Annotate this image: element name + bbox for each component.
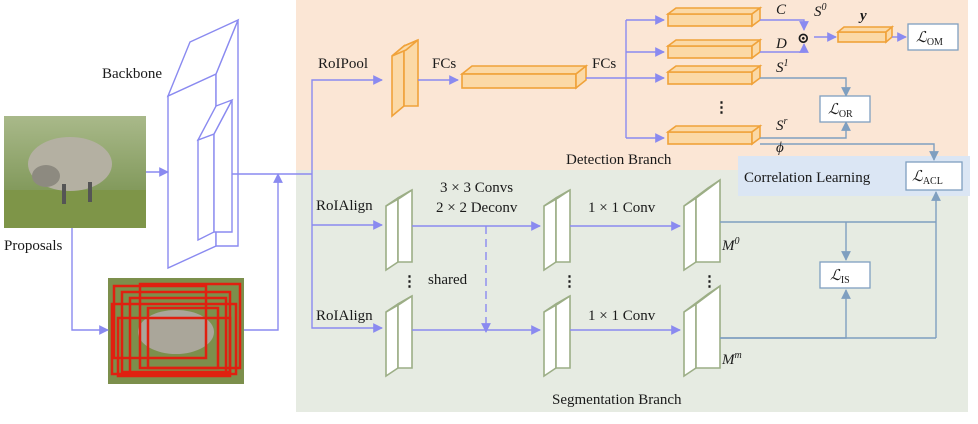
vdots-mid: ⋮: [562, 274, 577, 290]
convs-label: 3 × 3 Convs: [440, 180, 513, 196]
loss-or-box: [819, 95, 871, 123]
loss-is-label: ℒIS: [830, 268, 850, 286]
loss-acl-label: ℒACL: [912, 169, 943, 187]
proposals-label: Proposals: [4, 238, 63, 254]
loss-or-label: ℒOR: [828, 102, 853, 120]
math-c: C: [776, 2, 787, 18]
loss-om-label: ℒOM: [916, 30, 943, 48]
head-bar-c: [665, 6, 763, 28]
math-s0: S0: [814, 2, 827, 20]
conv1x1-label-top: 1 × 1 Conv: [588, 200, 656, 216]
math-m0: M0: [721, 236, 740, 254]
seg-block-roi-top: [385, 188, 413, 272]
fc-bar: [459, 64, 589, 90]
head-bar-sr: [665, 124, 763, 146]
odot-icon: ⊙: [797, 31, 810, 47]
vdots-roi: ⋮: [402, 274, 417, 290]
proposal-boxes-photo: [108, 278, 244, 384]
loss-is-box: [819, 261, 871, 289]
roipool-label: RoIPool: [318, 56, 368, 72]
roialign-label-bottom: RoIAlign: [316, 308, 373, 324]
loss-acl-box: [905, 161, 963, 191]
shared-label: shared: [428, 272, 468, 288]
seg-block-roi-bottom: [385, 294, 413, 378]
sheep-photo: [4, 116, 146, 228]
loss-om-box: [907, 23, 959, 51]
detection-branch-label: Detection Branch: [566, 152, 672, 168]
seg-block-mask-top: [683, 178, 721, 272]
seg-block-mid-bottom: [543, 294, 571, 378]
math-phi: ϕ: [776, 140, 784, 156]
seg-block-mask-bottom: [683, 284, 721, 378]
math-sr: Sr: [776, 116, 788, 134]
segmentation-branch-label: Segmentation Branch: [552, 392, 682, 408]
fcs-label-1: FCs: [432, 56, 456, 72]
vdots-mask: ⋮: [702, 274, 717, 290]
head-bar-d: [665, 38, 763, 60]
vdots-detection: ⋮: [714, 100, 729, 116]
math-y: y: [858, 8, 867, 24]
y-bar: [835, 25, 895, 44]
deconv-label: 2 × 2 Deconv: [436, 200, 518, 216]
math-d: D: [775, 36, 787, 52]
seg-block-mid-top: [543, 188, 571, 272]
roipool-block: [391, 38, 419, 118]
fcs-label-2: FCs: [592, 56, 616, 72]
backbone-label: Backbone: [102, 66, 162, 82]
roialign-label-top: RoIAlign: [316, 198, 373, 214]
math-s1: S1: [776, 58, 789, 76]
conv1x1-label-bottom: 1 × 1 Conv: [588, 308, 656, 324]
math-mm: Mm: [721, 350, 742, 368]
correlation-learning-label: Correlation Learning: [744, 170, 871, 186]
backbone-block: [166, 18, 240, 270]
head-bar-s1: [665, 64, 763, 86]
